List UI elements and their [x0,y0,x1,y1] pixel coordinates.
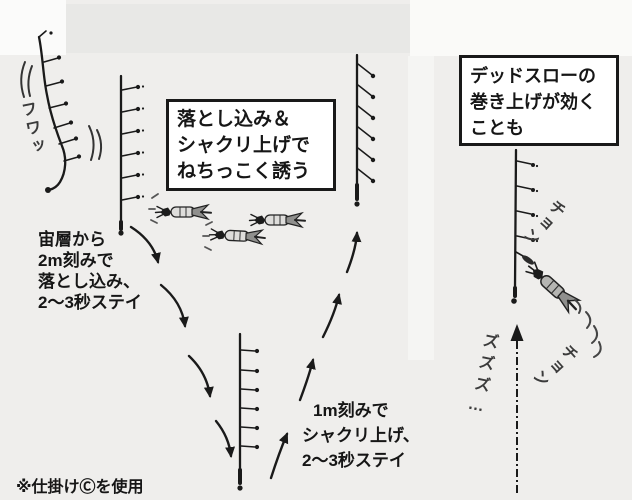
lift-arrows [269,231,362,480]
drop-steps-label: 宙層から 2m刻みで 落とし込み、 2～3秒ステイ [38,229,142,313]
drift-motion-marks [20,61,103,161]
drop-steps-line: 2～3秒ステイ [38,293,142,312]
rig-footnote: ※仕掛けⒸを使用 [16,479,144,496]
paper-background-left [0,0,66,55]
paper-background-right [410,0,632,56]
deadslow-box-line: デッドスローの [470,66,596,86]
drop-steps-line: 2m刻みで [38,251,114,270]
squid-icon [154,204,212,220]
drop-steps-line: 落とし込み、 [38,272,140,291]
splash-marks [574,299,602,358]
squid-school [148,193,306,251]
invite-technique-box: 落とし込み＆ シャクリ上げで ねちっこく誘う [166,99,336,191]
page-gutter [408,56,434,360]
retrieve-arrow-icon [510,324,524,493]
drop-arrows [129,225,236,458]
drifting-rig-icon [37,30,82,193]
invite-box-line: シャクリ上げで [177,135,311,156]
deadslow-box-line: ことも [470,118,524,138]
drop-start-rig-icon [118,74,145,236]
jig-icon [522,255,534,265]
squid-icon [248,212,306,228]
invite-box-line: ねちっこく誘う [177,161,311,182]
hooked-squid-icon [525,261,582,315]
drop-steps-line: 宙層から [38,230,106,249]
lift-steps-line: 2～3秒ステイ [302,451,406,470]
deadslow-technique-box: デッドスローの 巻き上げが効く ことも [459,55,619,146]
lift-steps-line: シャクリ上げ、 [302,426,420,445]
squid-motion-dashes [148,193,213,251]
return-rig-icon [354,53,376,207]
deadslow-rig-icon [511,148,539,304]
invite-box-line: 落とし込み＆ [177,109,292,130]
jerk-rig-icon [237,332,260,491]
deadslow-box-line: 巻き上げが効く [470,92,596,112]
top-gray-band [66,4,410,53]
lift-steps-label: 1m刻みで シャクリ上げ、 2～3秒ステイ [302,398,420,473]
squid-icon [208,226,267,246]
lift-steps-line: 1m刻みで [313,401,389,420]
